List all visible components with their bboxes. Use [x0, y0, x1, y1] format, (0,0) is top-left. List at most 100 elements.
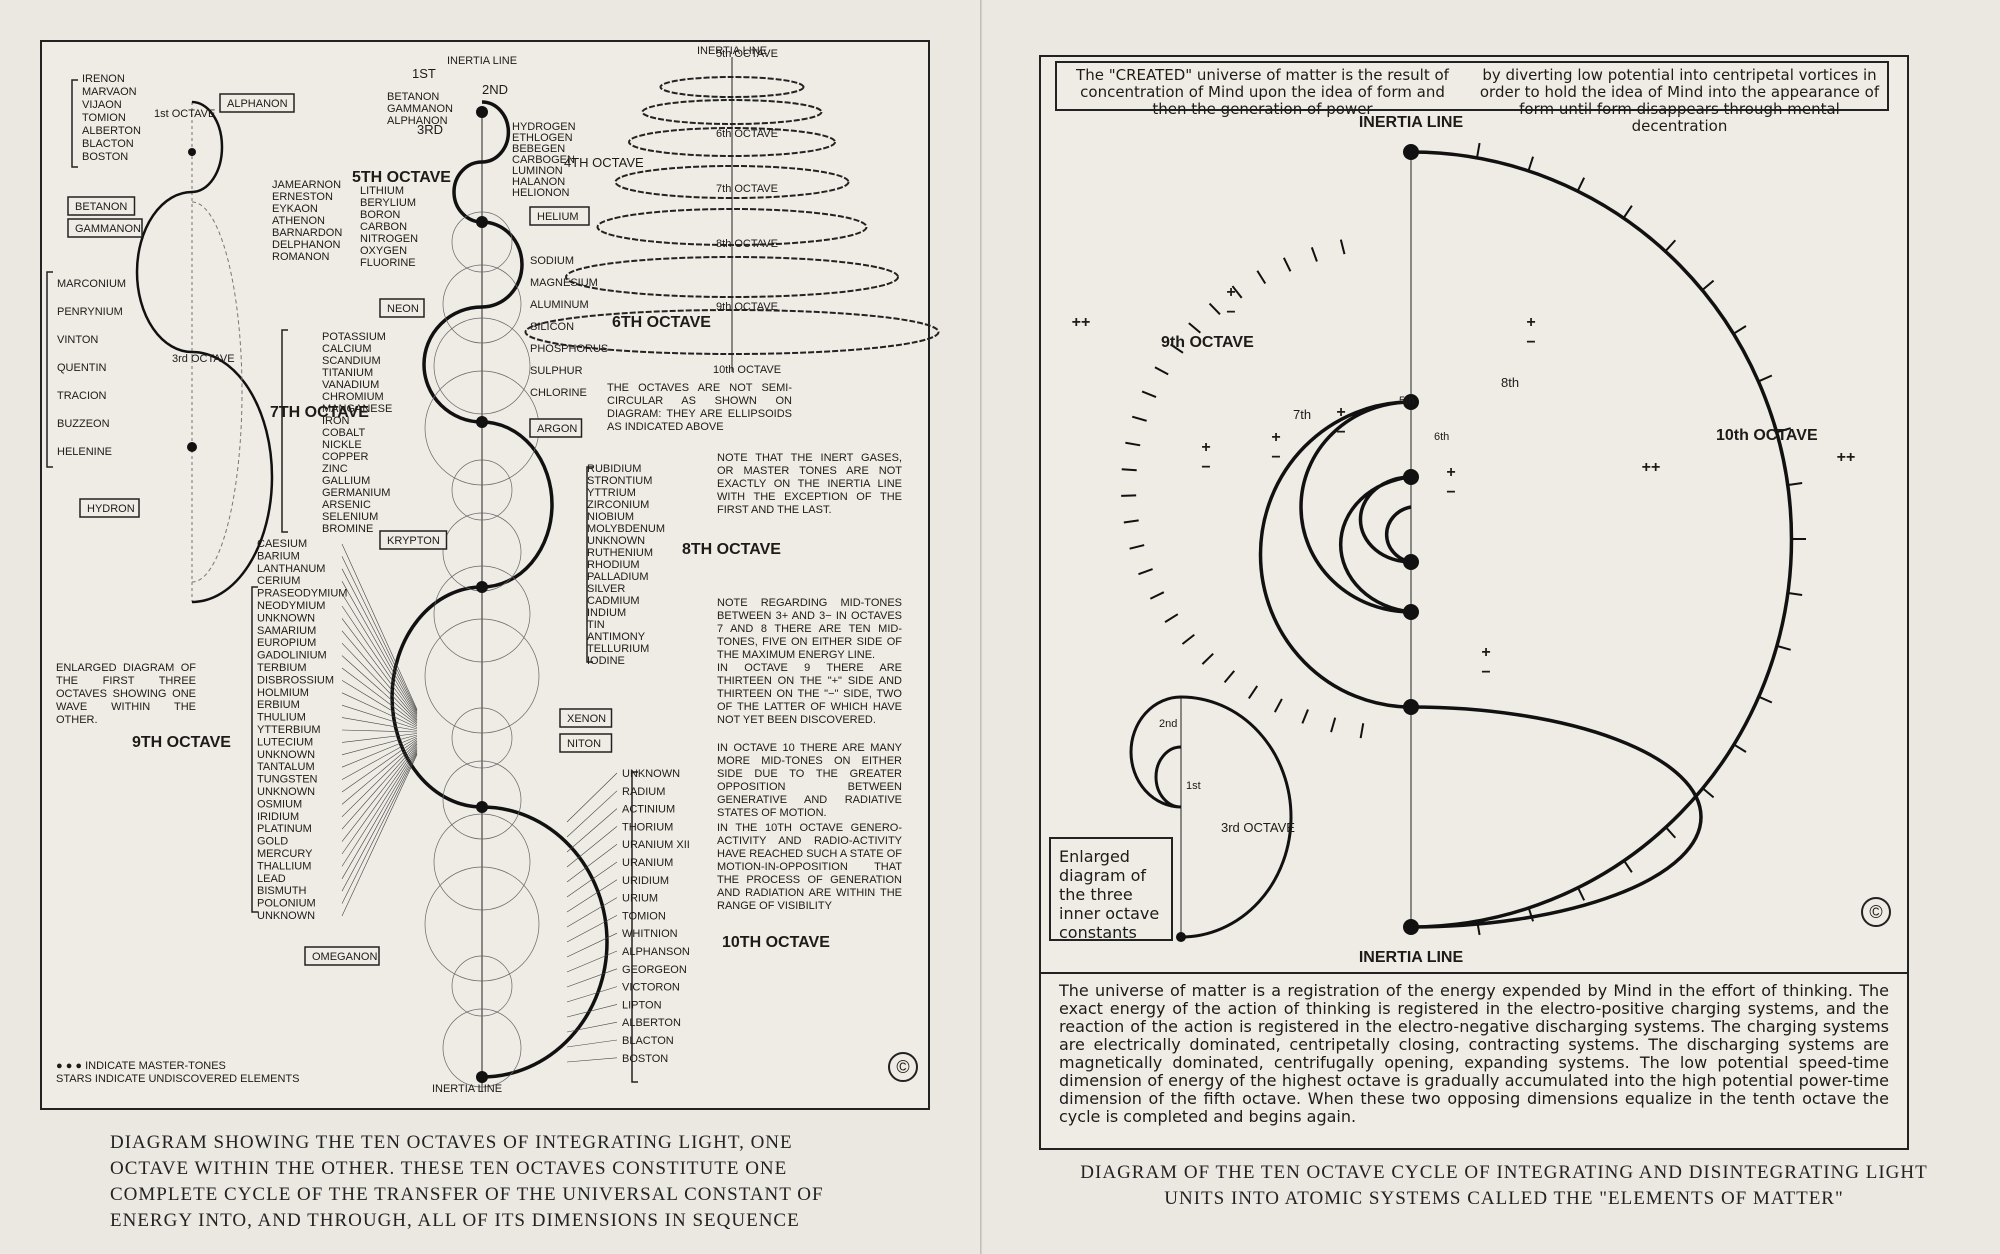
octave9-element: CERIUM — [257, 575, 300, 587]
octave8-element: YTTRIUM — [587, 487, 636, 499]
body-divider — [1041, 972, 1907, 974]
minus-sign: − — [1446, 484, 1455, 501]
alphanon-label: ALPHANON — [227, 98, 288, 110]
alphanon-label-box — [219, 93, 295, 113]
spiral-tick — [1170, 343, 1184, 354]
note-octave9: IN OCTAVE 9 THERE ARE THIRTEEN ON THE "+… — [717, 662, 902, 726]
spiral-tick — [1273, 698, 1283, 713]
spiral-tick — [1527, 156, 1535, 172]
octave9-element: YTTERBIUM — [257, 724, 321, 736]
minus-sign: − — [1481, 664, 1490, 681]
niton-label: NITON — [567, 738, 601, 750]
inner-wave-circle — [424, 866, 540, 982]
octave10-element: ALBERTON — [622, 1017, 681, 1029]
spiral-tick — [1201, 652, 1214, 665]
leader-line — [566, 1021, 618, 1033]
plus-sign: + — [1271, 429, 1280, 446]
octave9-element: PRASEODYMIUM — [257, 588, 347, 600]
spiral-structure — [1121, 142, 1806, 942]
octave8-element: IODINE — [587, 655, 625, 667]
octave9-element: POLONIUM — [257, 898, 316, 910]
legend-master-tones: ● ● ● INDICATE MASTER-TONES — [56, 1060, 226, 1072]
plus-sign: + — [1336, 404, 1345, 421]
bracket — [281, 329, 288, 533]
spiral-tick — [1125, 441, 1141, 447]
octave8-element: CADMIUM — [587, 595, 640, 607]
double-plus-right: ++ — [1837, 449, 1856, 466]
octave7-element: COPPER — [322, 451, 369, 463]
octave7-element: NICKLE — [322, 439, 362, 451]
bracket — [46, 271, 53, 468]
spiral-tick — [1149, 591, 1165, 600]
gammanon-label: GAMMANON — [75, 223, 141, 235]
octave10-element: GEORGEON — [622, 964, 687, 976]
octave8-element: STRONTIUM — [587, 475, 652, 487]
ellipsoid — [614, 165, 850, 199]
niton-label-box — [559, 733, 613, 753]
leader-line — [341, 736, 418, 768]
legend: ● ● ● INDICATE MASTER-TONES STARS INDICA… — [56, 1060, 316, 1086]
octave9-element: UNKNOWN — [257, 749, 315, 761]
enlarged-dot — [188, 148, 196, 156]
octave-8th-label: 8th — [1501, 375, 1519, 390]
betanon-label-box — [67, 196, 136, 216]
leader-line — [341, 748, 418, 867]
book-gutter — [980, 0, 986, 1254]
hydron-label: HYDRON — [87, 503, 135, 515]
octave7-element: SELENIUM — [322, 511, 378, 523]
note-inert-gases: NOTE THAT THE INERT GASES, OR MASTER TON… — [717, 452, 902, 516]
right-diagram-frame: The "CREATED" universe of matter is the … — [1039, 55, 1909, 1150]
ellipsoid-label: 6th OCTAVE — [716, 128, 778, 140]
octave5-left-element: DELPHANON — [272, 239, 341, 251]
master-tone-dot — [476, 416, 488, 428]
octave4-element: ETHLOGEN — [512, 132, 573, 144]
spiral-tick — [1164, 613, 1179, 623]
bracket — [251, 586, 258, 913]
leader-line — [341, 742, 418, 818]
leader-line — [566, 790, 618, 838]
octave5-left-element: ROMANON — [272, 251, 330, 263]
leader-line — [341, 704, 418, 730]
octave10-element: ACTINIUM — [622, 804, 675, 816]
octave9-element: LUTECIUM — [257, 736, 313, 748]
betanon-label: BETANON — [75, 201, 127, 213]
octave-2nd-label: 2nd — [1159, 718, 1177, 730]
octave9-element: BISMUTH — [257, 885, 307, 897]
ellipsoid-label: 5th OCTAVE — [716, 48, 778, 60]
octave7-element: ARSENIC — [322, 499, 371, 511]
master-tone-dot — [476, 581, 488, 593]
octave-1st: 1ST — [412, 66, 436, 81]
note-enlarged-diagram: ENLARGED DIAGRAM OF THE FIRST THREE OCTA… — [56, 662, 196, 726]
octave9-element: EUROPIUM — [257, 637, 316, 649]
spiral-tick — [1181, 633, 1195, 645]
ellipsoid — [628, 127, 836, 157]
header-box: The "CREATED" universe of matter is the … — [1055, 61, 1889, 135]
header-left-text: The "CREATED" universe of matter is the … — [1076, 66, 1449, 118]
inner-wave-circle — [433, 317, 531, 415]
spiral-tick — [1664, 239, 1677, 253]
leader-line — [341, 680, 418, 727]
legend-master-text: INDICATE MASTER-TONES — [85, 1060, 226, 1072]
octave9-element: TERBIUM — [257, 662, 307, 674]
spiral-tick — [1131, 415, 1147, 422]
octave1-element: VIJAON — [82, 99, 122, 111]
inner-wave-circle — [442, 1008, 522, 1088]
left-caption: DIAGRAM SHOWING THE TEN OCTAVES OF INTEG… — [110, 1132, 824, 1231]
spiral-tick — [1138, 568, 1153, 576]
spiral-tick — [1776, 644, 1791, 651]
octave5-element: NITROGEN — [360, 233, 418, 245]
octave3-element: HELENINE — [57, 446, 112, 458]
octave5-element: OXYGEN — [360, 245, 407, 257]
octave-wave — [390, 100, 609, 1079]
octave9-element: CAESIUM — [257, 538, 307, 550]
octave10-element: WHITNION — [622, 928, 678, 940]
spiral-tick — [1330, 717, 1337, 733]
octave8-element: RUTHENIUM — [587, 547, 653, 559]
octave9-element: LANTHANUM — [257, 563, 325, 575]
octave10-element: URANIUM XII — [622, 839, 690, 851]
octave6-element: ALUMINUM — [530, 299, 589, 311]
octave7-element: GALLIUM — [322, 475, 370, 487]
top-small-element: GAMMANON — [387, 103, 453, 115]
inertia-bottom-label: INERTIA LINE — [432, 1083, 502, 1095]
enlarged-box: Enlarged diagram of the three inner octa… — [1049, 837, 1173, 942]
